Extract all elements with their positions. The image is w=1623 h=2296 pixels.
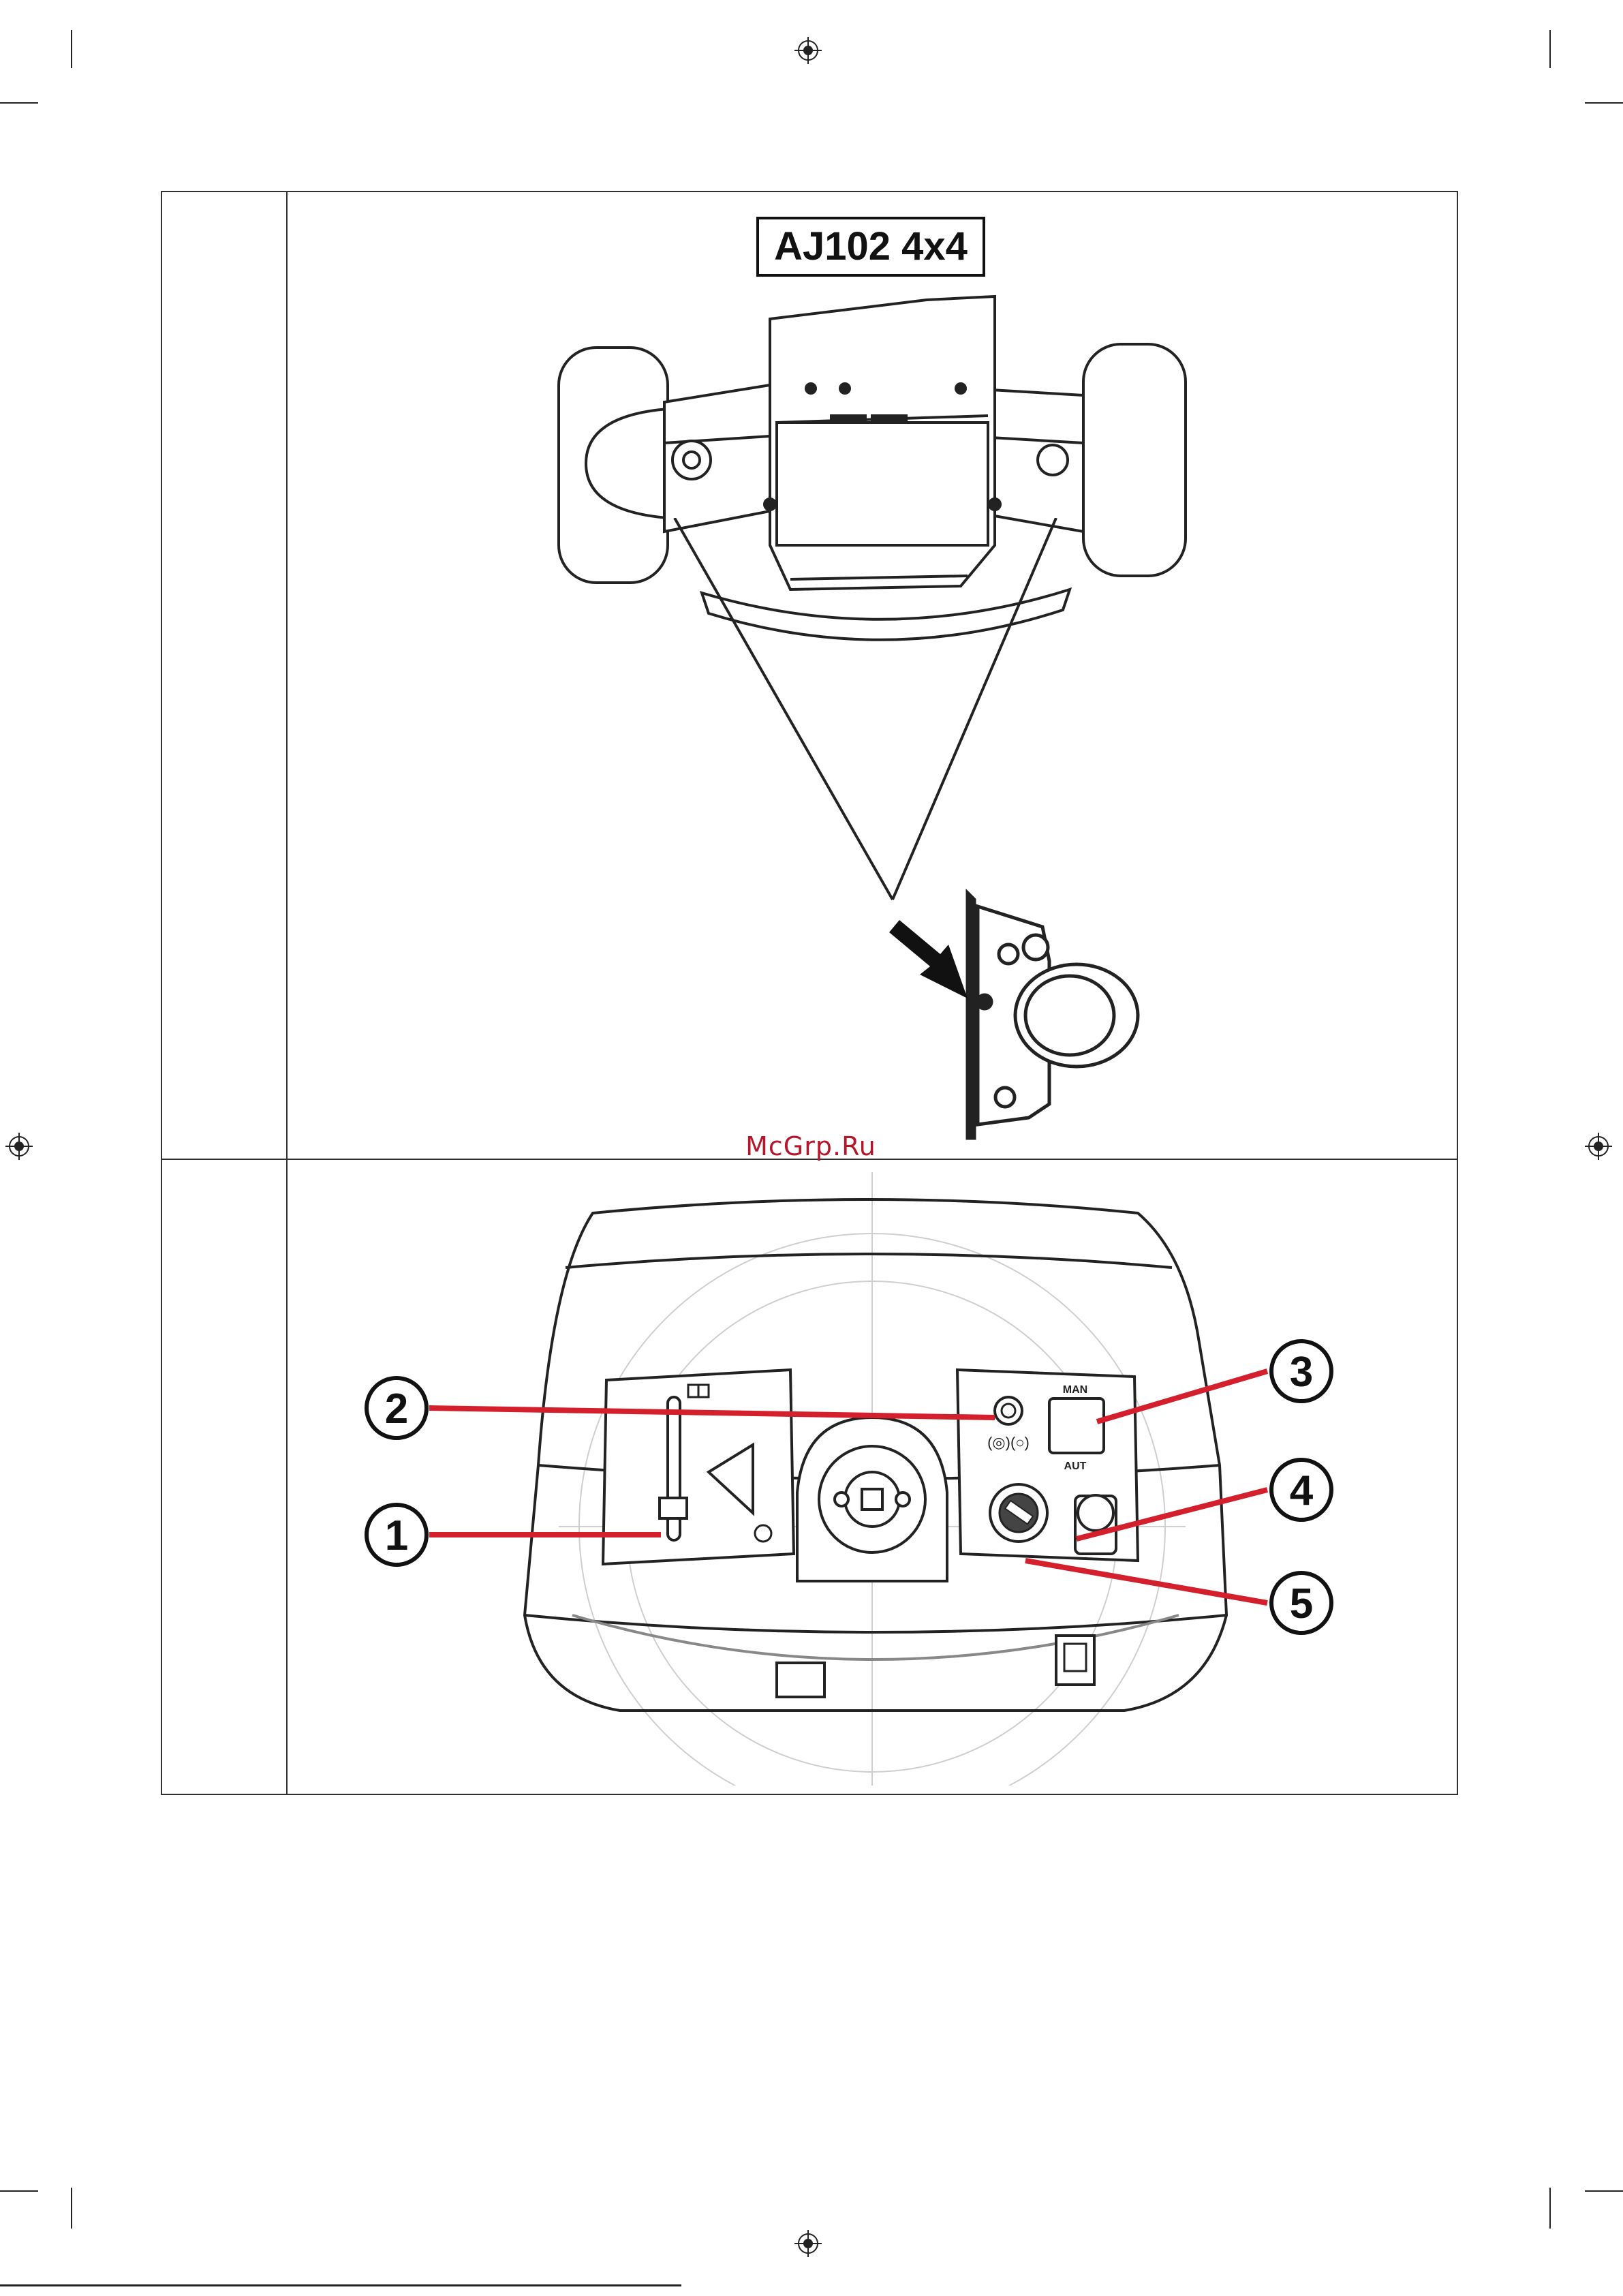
crop-mark xyxy=(1585,102,1623,104)
arrow-icon xyxy=(889,920,968,998)
crop-mark xyxy=(0,2190,38,2192)
crop-mark xyxy=(1549,2188,1551,2229)
registration-mark-icon xyxy=(794,2230,822,2257)
left-wheel xyxy=(559,348,668,583)
crop-mark xyxy=(71,30,72,68)
right-wheel xyxy=(1083,344,1186,576)
zoom-callout-lines xyxy=(668,518,1077,913)
registration-mark-icon xyxy=(794,37,822,64)
table-column-divider xyxy=(286,191,288,1795)
svg-text:5: 5 xyxy=(1290,1580,1313,1627)
dashboard-vent xyxy=(777,1663,824,1697)
detail-inset-illustration xyxy=(872,879,1145,1152)
callout-2: 2 xyxy=(367,1378,427,1438)
callout-1: 1 xyxy=(367,1505,427,1565)
crop-mark xyxy=(1549,30,1551,68)
callout-3: 3 xyxy=(1271,1341,1331,1401)
watermark-text: McGrp.Ru xyxy=(681,1131,940,1161)
callout-5: 5 xyxy=(1271,1573,1331,1633)
registration-mark-icon xyxy=(5,1133,33,1160)
callout-leader-lines xyxy=(429,1371,1267,1603)
crop-mark xyxy=(0,102,38,104)
svg-text:4: 4 xyxy=(1290,1467,1314,1514)
callout-4: 4 xyxy=(1271,1460,1331,1520)
registration-mark-icon xyxy=(1585,1133,1612,1160)
crop-mark xyxy=(71,2188,72,2229)
bottom-rule xyxy=(0,2284,681,2286)
svg-text:2: 2 xyxy=(385,1386,408,1433)
model-label: AJ102 4x4 xyxy=(756,217,985,277)
callout-overlay: 1 2 3 4 5 xyxy=(354,1336,1417,1649)
svg-text:3: 3 xyxy=(1290,1349,1313,1396)
svg-text:1: 1 xyxy=(385,1512,408,1559)
crop-mark xyxy=(1585,2190,1623,2192)
